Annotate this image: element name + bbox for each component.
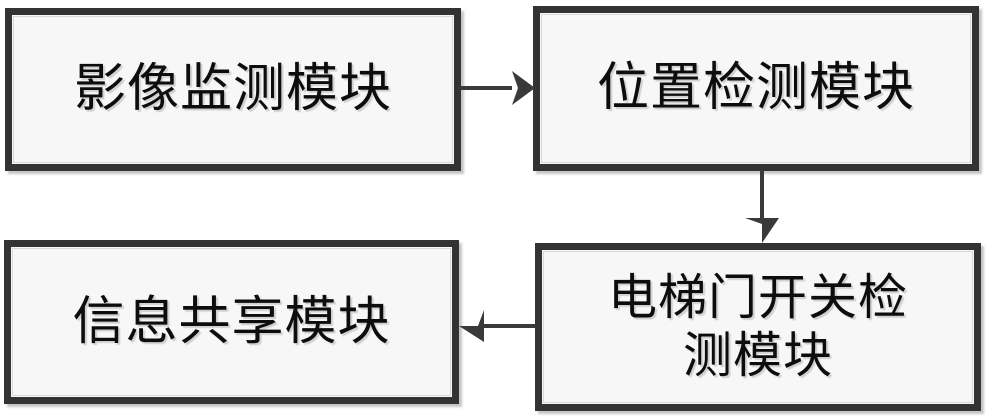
arrow-position-detect-to-door-switch <box>745 170 779 243</box>
node-info-share[interactable]: 信息共享模块 <box>4 240 459 404</box>
node-info-share-label: 信息共享模块 <box>72 291 391 352</box>
arrow-door-switch-to-info-share <box>459 310 535 342</box>
node-position-detect-label: 位置检测模块 <box>596 58 915 119</box>
arrow-head-down <box>745 218 779 243</box>
node-position-detect[interactable]: 位置检测模块 <box>533 6 979 171</box>
arrow-image-monitor-to-position-detect <box>458 71 535 105</box>
node-door-switch[interactable]: 电梯门开关检 测模块 <box>535 243 981 411</box>
arrow-head-right <box>512 71 535 105</box>
node-image-monitor[interactable]: 影像监测模块 <box>5 8 461 171</box>
node-image-monitor-label: 影像监测模块 <box>73 59 392 120</box>
arrow-head-left <box>459 310 484 342</box>
node-door-switch-label: 电梯门开关检 测模块 <box>607 269 908 384</box>
